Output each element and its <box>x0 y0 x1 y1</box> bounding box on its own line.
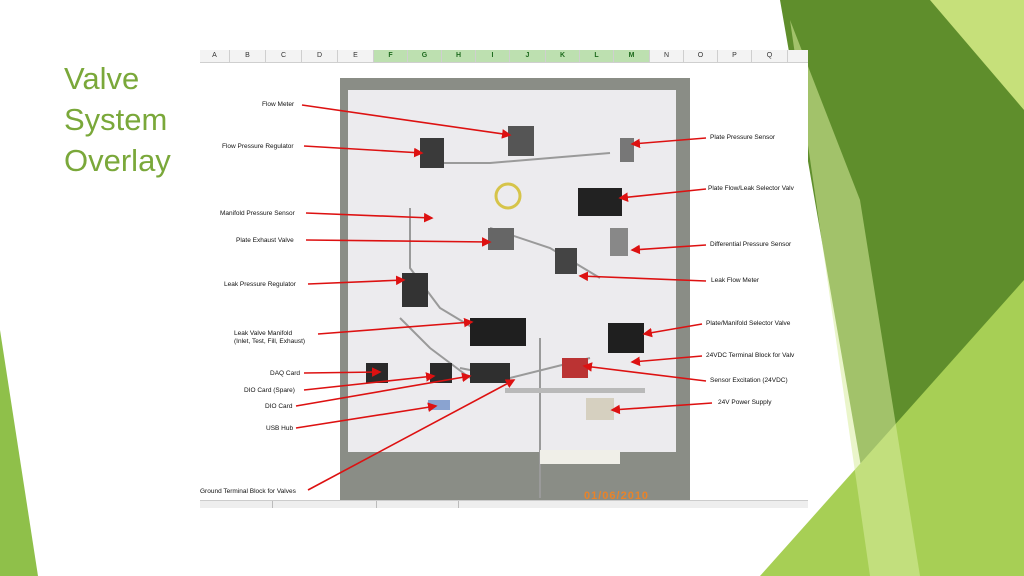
label-flow-meter: Flow Meter <box>262 101 295 108</box>
column-header-o[interactable]: O <box>684 50 718 62</box>
column-header-a[interactable]: A <box>200 50 230 62</box>
arrow-differential-pressure-sensor <box>630 244 707 255</box>
arrow-flow-pressure-regulator <box>303 145 424 158</box>
label-differential-pressure-sensor: Differential Pressure Sensor <box>710 241 792 248</box>
column-header-l[interactable]: L <box>580 50 614 62</box>
label-plate-flow-leak-selector-valve: Plate Flow/Leak Selector Valv <box>708 185 794 192</box>
label-flow-pressure-regulator: Flow Pressure Regulator <box>222 143 294 150</box>
column-header-b[interactable]: B <box>230 50 266 62</box>
label-24v-power-supply: 24V Power Supply <box>718 399 772 406</box>
column-header-k[interactable]: K <box>546 50 580 62</box>
label-daq-card: DAQ Card <box>270 370 300 377</box>
slide-title: Valve System Overlay <box>64 61 171 178</box>
column-header-c[interactable]: C <box>266 50 302 62</box>
column-header-h[interactable]: H <box>442 50 476 62</box>
sheet-tab-divider <box>376 501 377 508</box>
cabinet-photo <box>340 78 690 500</box>
label-usb-hub: USB Hub <box>266 425 294 432</box>
leak-flow-meter-part <box>555 248 577 274</box>
arrow-dio-card-spare <box>303 372 436 391</box>
arrow-leak-pressure-regulator <box>307 275 406 286</box>
label-dio-card-spare: DIO Card (Spare) <box>244 387 295 394</box>
label-leak-flow-meter: Leak Flow Meter <box>711 277 760 284</box>
power-supply-part <box>586 398 614 420</box>
flow-regulator-part <box>420 138 444 168</box>
arrow-leak-flow-meter <box>578 271 707 282</box>
arrow-flow-meter <box>301 104 512 139</box>
photo-date-stamp: 01/06/2010 <box>584 490 650 502</box>
arrow-ground-terminal-block <box>307 379 516 491</box>
sheet-tab-divider <box>458 501 459 508</box>
arrow-24vdc-terminal-block <box>630 355 703 367</box>
column-header-e[interactable]: E <box>338 50 374 62</box>
column-header-j[interactable]: J <box>510 50 546 62</box>
column-header-g[interactable]: G <box>408 50 442 62</box>
arrow-sensor-excitation <box>582 362 707 382</box>
grommet-part <box>494 182 522 210</box>
exhaust-valve-part <box>488 228 514 250</box>
selector-valve-part <box>578 188 622 216</box>
arrow-plate-exhaust-valve <box>305 237 492 247</box>
column-header-q[interactable]: Q <box>752 50 788 62</box>
usb-hub-part <box>428 400 450 410</box>
label-leak-pressure-regulator: Leak Pressure Regulator <box>224 281 296 288</box>
power-strip-part <box>540 450 620 464</box>
leak-regulator-part <box>402 273 428 307</box>
column-header-f[interactable]: F <box>374 50 408 62</box>
arrow-plate-flow-leak-selector <box>618 188 707 202</box>
label-plate-exhaust-valve: Plate Exhaust Valve <box>236 237 294 244</box>
arrow-usb-hub <box>295 402 438 429</box>
column-header-i[interactable]: I <box>476 50 510 62</box>
callout-arrows <box>295 104 713 491</box>
label-plate-manifold-selector-valve: Plate/Manifold Selector Valve <box>706 320 791 327</box>
label-leak-valve-manifold: Leak Valve Manifold (Inlet, Test, Fill, … <box>234 330 306 345</box>
column-header-p[interactable]: P <box>718 50 752 62</box>
label-sensor-excitation: Sensor Excitation (24VDC) <box>710 377 788 384</box>
din-rail-part <box>505 388 645 393</box>
arrow-manifold-pressure-sensor <box>305 212 434 223</box>
terminal-block-part <box>470 363 510 383</box>
deco-triangle-right-4 <box>790 20 920 576</box>
label-ground-terminal-block: Ground Terminal Block for Valves <box>200 488 296 495</box>
leak-valve-manifold-part <box>470 318 526 346</box>
arrow-daq-card <box>303 367 382 377</box>
plate-manifold-valve-part <box>608 323 644 353</box>
sheet-tab-bar[interactable] <box>200 500 808 508</box>
arrow-leak-valve-manifold <box>317 317 474 335</box>
label-plate-pressure-sensor: Plate Pressure Sensor <box>710 134 776 141</box>
label-dio-card: DIO Card <box>265 403 293 410</box>
deco-triangle-left <box>0 330 38 576</box>
excitation-block-part <box>562 358 588 378</box>
column-header-n[interactable]: N <box>650 50 684 62</box>
column-header-m[interactable]: M <box>614 50 650 62</box>
label-24vdc-terminal-block: 24VDC Terminal Block for Valv <box>706 352 795 359</box>
arrow-dio-card <box>295 372 472 407</box>
label-manifold-pressure-sensor: Manifold Pressure Sensor <box>220 210 295 217</box>
column-header-d[interactable]: D <box>302 50 338 62</box>
deco-triangle-right-3 <box>930 0 1024 110</box>
flow-meter-part <box>508 126 534 156</box>
arrow-24v-power-supply <box>610 402 713 415</box>
arrow-plate-pressure-sensor <box>630 137 707 149</box>
arrow-plate-manifold-selector <box>642 323 703 338</box>
diff-sensor-part <box>610 228 628 256</box>
sheet-tab-divider <box>272 501 273 508</box>
